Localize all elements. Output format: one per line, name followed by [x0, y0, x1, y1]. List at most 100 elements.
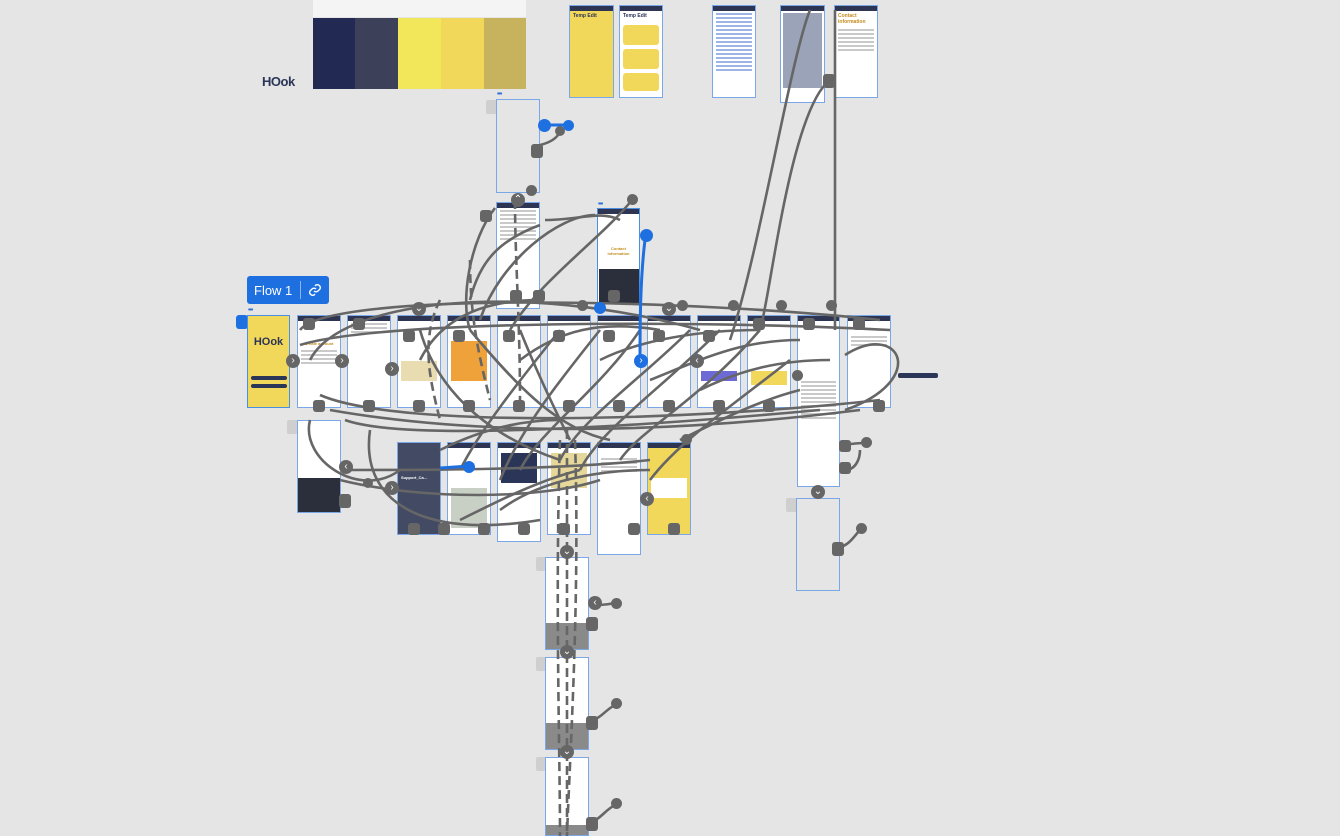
connector-anchor[interactable] — [753, 318, 765, 330]
frame-tab[interactable] — [486, 100, 496, 114]
frame-handle[interactable]: ••• — [248, 307, 253, 314]
swatch-mustard[interactable] — [484, 18, 526, 89]
frame-temp-edit-1[interactable]: Temp Edit — [569, 5, 614, 98]
connector-anchor[interactable] — [558, 523, 570, 535]
connector-anchor[interactable] — [823, 74, 835, 88]
connector-anchor[interactable] — [803, 318, 815, 330]
connector-end[interactable] — [826, 300, 837, 311]
connector-anchor[interactable] — [839, 462, 851, 474]
connector-anchor[interactable] — [408, 523, 420, 535]
connector-anchor[interactable] — [510, 290, 522, 302]
chevron-down-icon[interactable]: ⌄ — [662, 302, 676, 316]
connector-anchor[interactable] — [518, 523, 530, 535]
connector-end[interactable] — [611, 798, 622, 809]
chevron-right-icon[interactable]: › — [335, 354, 349, 368]
connector-end[interactable] — [861, 437, 872, 448]
chevron-down-icon[interactable]: ⌄ — [560, 745, 574, 759]
connector-anchor[interactable] — [603, 330, 615, 342]
selection-handle[interactable] — [563, 120, 574, 131]
connector-anchor[interactable] — [586, 817, 598, 831]
connector-anchor[interactable] — [353, 318, 365, 330]
frame-welcome[interactable]: HOok — [247, 315, 290, 408]
frame-contact-info-top[interactable]: Contact information — [834, 5, 878, 98]
connector-anchor[interactable] — [668, 523, 680, 535]
connector-anchor[interactable] — [608, 290, 620, 302]
connector-anchor[interactable] — [713, 400, 725, 412]
chevron-up-icon[interactable]: ⌃ — [511, 193, 525, 207]
connector-anchor[interactable] — [438, 523, 450, 535]
frame-handle[interactable]: ••• — [497, 91, 502, 98]
chevron-right-icon[interactable]: › — [385, 481, 399, 495]
connector-end[interactable] — [792, 370, 803, 381]
frame-screen-3[interactable] — [347, 315, 391, 408]
link-icon[interactable] — [301, 276, 329, 304]
frame-tab[interactable] — [287, 420, 297, 434]
chevron-left-icon[interactable]: ‹ — [588, 596, 602, 610]
connector-anchor[interactable] — [763, 400, 775, 412]
frame-long-form[interactable] — [797, 315, 840, 487]
chevron-down-icon[interactable]: ⌄ — [560, 545, 574, 559]
connector-anchor[interactable] — [339, 494, 351, 508]
connector-anchor[interactable] — [413, 400, 425, 412]
connector-end[interactable] — [611, 698, 622, 709]
connector-anchor[interactable] — [832, 542, 844, 556]
frame-row2-2[interactable] — [447, 442, 491, 535]
frame-form-dark[interactable] — [780, 5, 825, 103]
connector-anchor[interactable] — [453, 330, 465, 342]
selection-handle[interactable] — [594, 302, 606, 314]
floating-button[interactable] — [898, 373, 938, 378]
frame-keyboard[interactable] — [297, 420, 341, 513]
frame-contact-info-mid[interactable]: Contact information — [597, 208, 640, 304]
swatch-yellow[interactable] — [441, 18, 484, 89]
swatch-slate[interactable] — [355, 18, 398, 89]
connector-anchor[interactable] — [533, 290, 545, 302]
connector-anchor[interactable] — [531, 144, 543, 158]
connector-end[interactable] — [526, 185, 537, 196]
connector-end[interactable] — [677, 300, 688, 311]
frame-screen-13[interactable] — [847, 315, 891, 408]
connector-anchor[interactable] — [553, 330, 565, 342]
chevron-right-icon[interactable]: › — [634, 354, 648, 368]
chevron-left-icon[interactable]: ‹ — [339, 460, 353, 474]
connector-anchor[interactable] — [513, 400, 525, 412]
connector-anchor[interactable] — [703, 330, 715, 342]
frame-list[interactable] — [712, 5, 756, 98]
connector-anchor[interactable] — [313, 400, 325, 412]
frame-tab[interactable] — [786, 498, 796, 512]
flow-start-marker[interactable] — [236, 315, 248, 329]
swatch-navy[interactable] — [313, 18, 355, 89]
connector-end[interactable] — [363, 478, 373, 488]
connector-anchor[interactable] — [873, 400, 885, 412]
connector-anchor[interactable] — [503, 330, 515, 342]
chevron-right-icon[interactable]: › — [385, 362, 399, 376]
frame-handle[interactable]: ••• — [598, 201, 603, 208]
connector-anchor[interactable] — [363, 400, 375, 412]
connector-anchor[interactable] — [463, 400, 475, 412]
connector-anchor[interactable] — [563, 400, 575, 412]
connector-anchor[interactable] — [663, 400, 675, 412]
selection-handle[interactable] — [640, 229, 653, 242]
connector-anchor[interactable] — [628, 523, 640, 535]
frame-tab[interactable] — [536, 657, 546, 671]
connector-anchor[interactable] — [853, 318, 865, 330]
chevron-down-icon[interactable]: ⌄ — [560, 645, 574, 659]
create-account-button[interactable] — [251, 384, 287, 388]
connector-anchor[interactable] — [303, 318, 315, 330]
connector-anchor[interactable] — [478, 523, 490, 535]
connector-end[interactable] — [681, 434, 692, 445]
connector-anchor[interactable] — [480, 210, 492, 222]
frame-temp-edit-2[interactable]: Temp Edit — [619, 5, 663, 98]
connector-anchor[interactable] — [403, 330, 415, 342]
selection-handle[interactable] — [538, 119, 551, 132]
frame-tab[interactable] — [536, 757, 546, 771]
connector-end[interactable] — [555, 126, 565, 136]
chevron-right-icon[interactable]: › — [286, 354, 300, 368]
connector-anchor[interactable] — [839, 440, 851, 452]
chevron-left-icon[interactable]: ‹ — [640, 492, 654, 506]
chevron-down-icon[interactable]: ⌄ — [811, 485, 825, 499]
connector-anchor[interactable] — [586, 617, 598, 631]
chevron-left-icon[interactable]: ‹ — [690, 354, 704, 368]
connector-end[interactable] — [577, 300, 588, 311]
chevron-down-icon[interactable]: ⌄ — [412, 302, 426, 316]
